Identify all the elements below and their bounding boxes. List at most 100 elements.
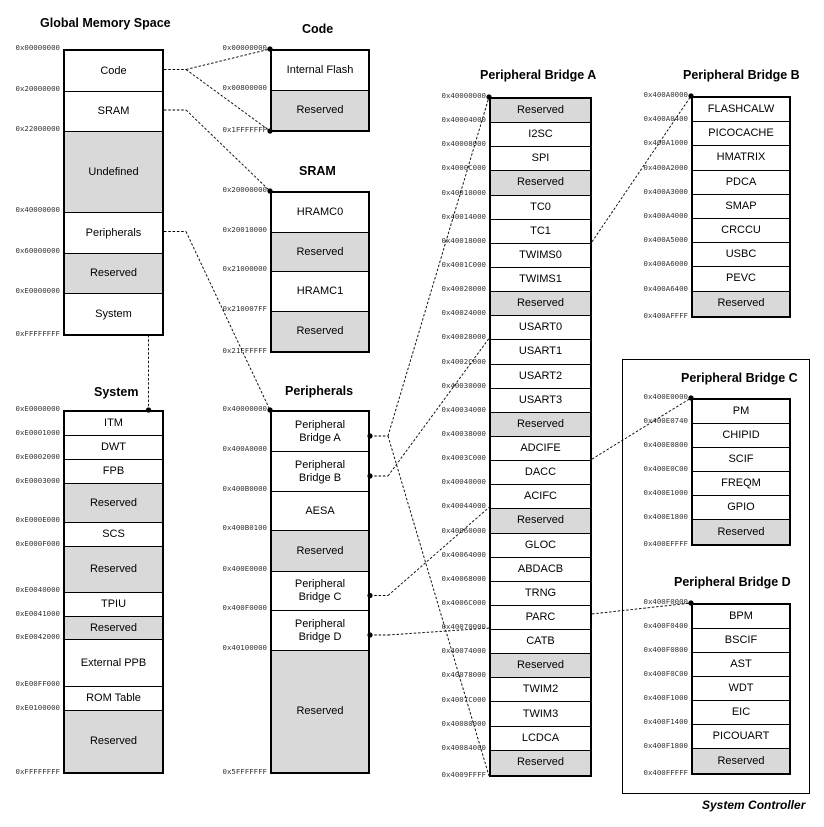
system-region-reserved: Reserved [65,547,162,593]
bridgeA-address-label: 0x40078000 [441,670,487,680]
bridgeD-region-bscif: BSCIF [693,629,789,653]
system-controller-frame [622,359,810,794]
bridgeC-address-label: 0x400E0000 [643,392,689,401]
bridgeA-address-label: 0x4007C000 [441,694,487,704]
bridgeA-region-reserved: Reserved [491,654,590,679]
bridge-b-link-line [591,95,692,243]
bridgeA-address-label: 0x40024000 [441,308,487,318]
bridgeA-address-label: 0x40074000 [441,646,487,656]
bridgeA-region-reserved: Reserved [491,171,590,196]
global-region-undefined: Undefined [65,132,162,213]
system-address-label: 0xE0002000 [15,452,61,461]
code-address-label: 0x00800000 [222,83,268,92]
bridgeD-region-eic: EIC [693,701,789,725]
bridgeC-region-freqm: FREQM [693,472,789,496]
periph-address-label: 0x40000000 [222,404,268,413]
system-region-reserved: Reserved [65,484,162,523]
bridgeD-title: Peripheral Bridge D [674,575,791,589]
periph-region-peripheral-bridge-a: Peripheral Bridge A [272,412,368,452]
code-link-dot [267,46,273,52]
system-address-label: 0xE000F000 [15,539,61,548]
bridge-c-link-dot [688,395,694,401]
bridgeA-region-dacc: DACC [491,461,590,486]
bridgeA-region-twim3: TWIM3 [491,703,590,727]
bridgeC-address-label: 0x400E0740 [643,416,689,425]
bridgeA-region-reserved: Reserved [491,292,590,317]
sram-address-label: 0x21FFFFFF [222,346,268,355]
code-address-label: 0x1FFFFFFF [222,125,268,134]
bridgeA-address-label: 0x40064000 [441,549,487,559]
periph-region-reserved: Reserved [272,651,368,772]
bridgeD-region-bpm: BPM [693,605,789,629]
periph-address-label: 0x400A0000 [222,444,268,453]
system-region-itm: ITM [65,412,162,436]
bridge-c-link-line [387,507,490,596]
bridgeA-region-reserved: Reserved [491,509,590,534]
global-region-peripherals: Peripherals [65,213,162,254]
system-region-reserved: Reserved [65,711,162,772]
system-address-label: 0xE0040000 [15,585,61,594]
bridgeC-address-label: 0x400E0800 [643,440,689,449]
code-link-line [185,48,271,70]
bridgeA-address-label: 0x4001C000 [441,259,487,269]
bridgeA-address-label: 0x40020000 [441,284,487,294]
system-address-label: 0xE0001000 [15,428,61,437]
bridgeB-region-crccu: CRCCU [693,219,789,244]
sram-region-hramc1: HRAMC1 [272,272,368,312]
system-address-label: 0xE0003000 [15,476,61,485]
bridgeB-address-label: 0x400A3000 [643,186,689,196]
global-address-label: 0x22000000 [15,124,61,133]
bridgeC-region-reserved: Reserved [693,520,789,544]
bridgeD-address-label: 0x400F0400 [643,621,689,630]
system-region-rom-table: ROM Table [65,687,162,711]
bridge-c-link-dot [367,592,373,599]
system-address-label: 0xE00FF000 [15,679,61,688]
bridgeC-address-label: 0x400EFFFF [643,539,689,548]
bridgeA-address-label: 0x40038000 [441,428,487,438]
code-title: Code [302,22,334,36]
global-address-label: 0x00000000 [15,43,61,52]
bridgeA-address-label: 0x4006C000 [441,597,487,607]
bridgeA-address-label: 0x40010000 [441,187,487,197]
bridgeA-address-label: 0x40018000 [441,235,487,245]
global-region-sram: SRAM [65,92,162,132]
bridgeB-address-label: 0x400A1000 [643,138,689,148]
global-title: Global Memory Space [40,16,171,30]
periph-address-label: 0x5FFFFFFF [222,767,268,776]
bridgeD-address-label: 0x400F1800 [643,741,689,750]
bridge-d-link-line [591,602,692,615]
bridge-d-link-line [387,627,490,636]
global-address-label: 0x60000000 [15,246,61,255]
bridgeA-address-label: 0x4002C000 [441,356,487,366]
system-region-dwt: DWT [65,436,162,460]
bridgeA-region-gloc: GLOC [491,534,590,558]
periph-address-label: 0x40100000 [222,643,268,652]
bridgeA-region-reserved: Reserved [491,750,590,775]
bridgeC-region-pm: PM [693,400,789,424]
system-address-label: 0xFFFFFFFF [15,767,61,776]
bridgeD-address-label: 0x400F0800 [643,645,689,654]
bridgeB-address-label: 0x400A0000 [643,90,689,99]
bridgeA-address-label: 0x40040000 [441,477,487,487]
system-region-scs: SCS [65,523,162,547]
bridgeB-region-reserved: Reserved [693,291,789,316]
bridgeA-address-label: 0x40060000 [441,525,487,535]
code-region-internal-flash: Internal Flash [272,51,368,91]
bridge-d-link-dot [367,632,373,638]
bridgeA-region-lcdca: LCDCA [491,727,590,751]
bridgeA-region-acifc: ACIFC [491,485,590,510]
bridge-b-link-dot [367,473,373,479]
bridgeA-address-label: 0x40014000 [441,211,487,221]
bridgeB-address-label: 0x400A0400 [643,114,689,124]
bridgeB-address-label: 0x400A6000 [643,259,689,269]
bridgeB-address-label: 0x400A6400 [643,283,689,293]
bridgeA-address-label: 0x40080000 [441,718,487,728]
global-address-label: 0x40000000 [15,205,61,214]
system-address-label: 0xE000E000 [15,515,61,524]
